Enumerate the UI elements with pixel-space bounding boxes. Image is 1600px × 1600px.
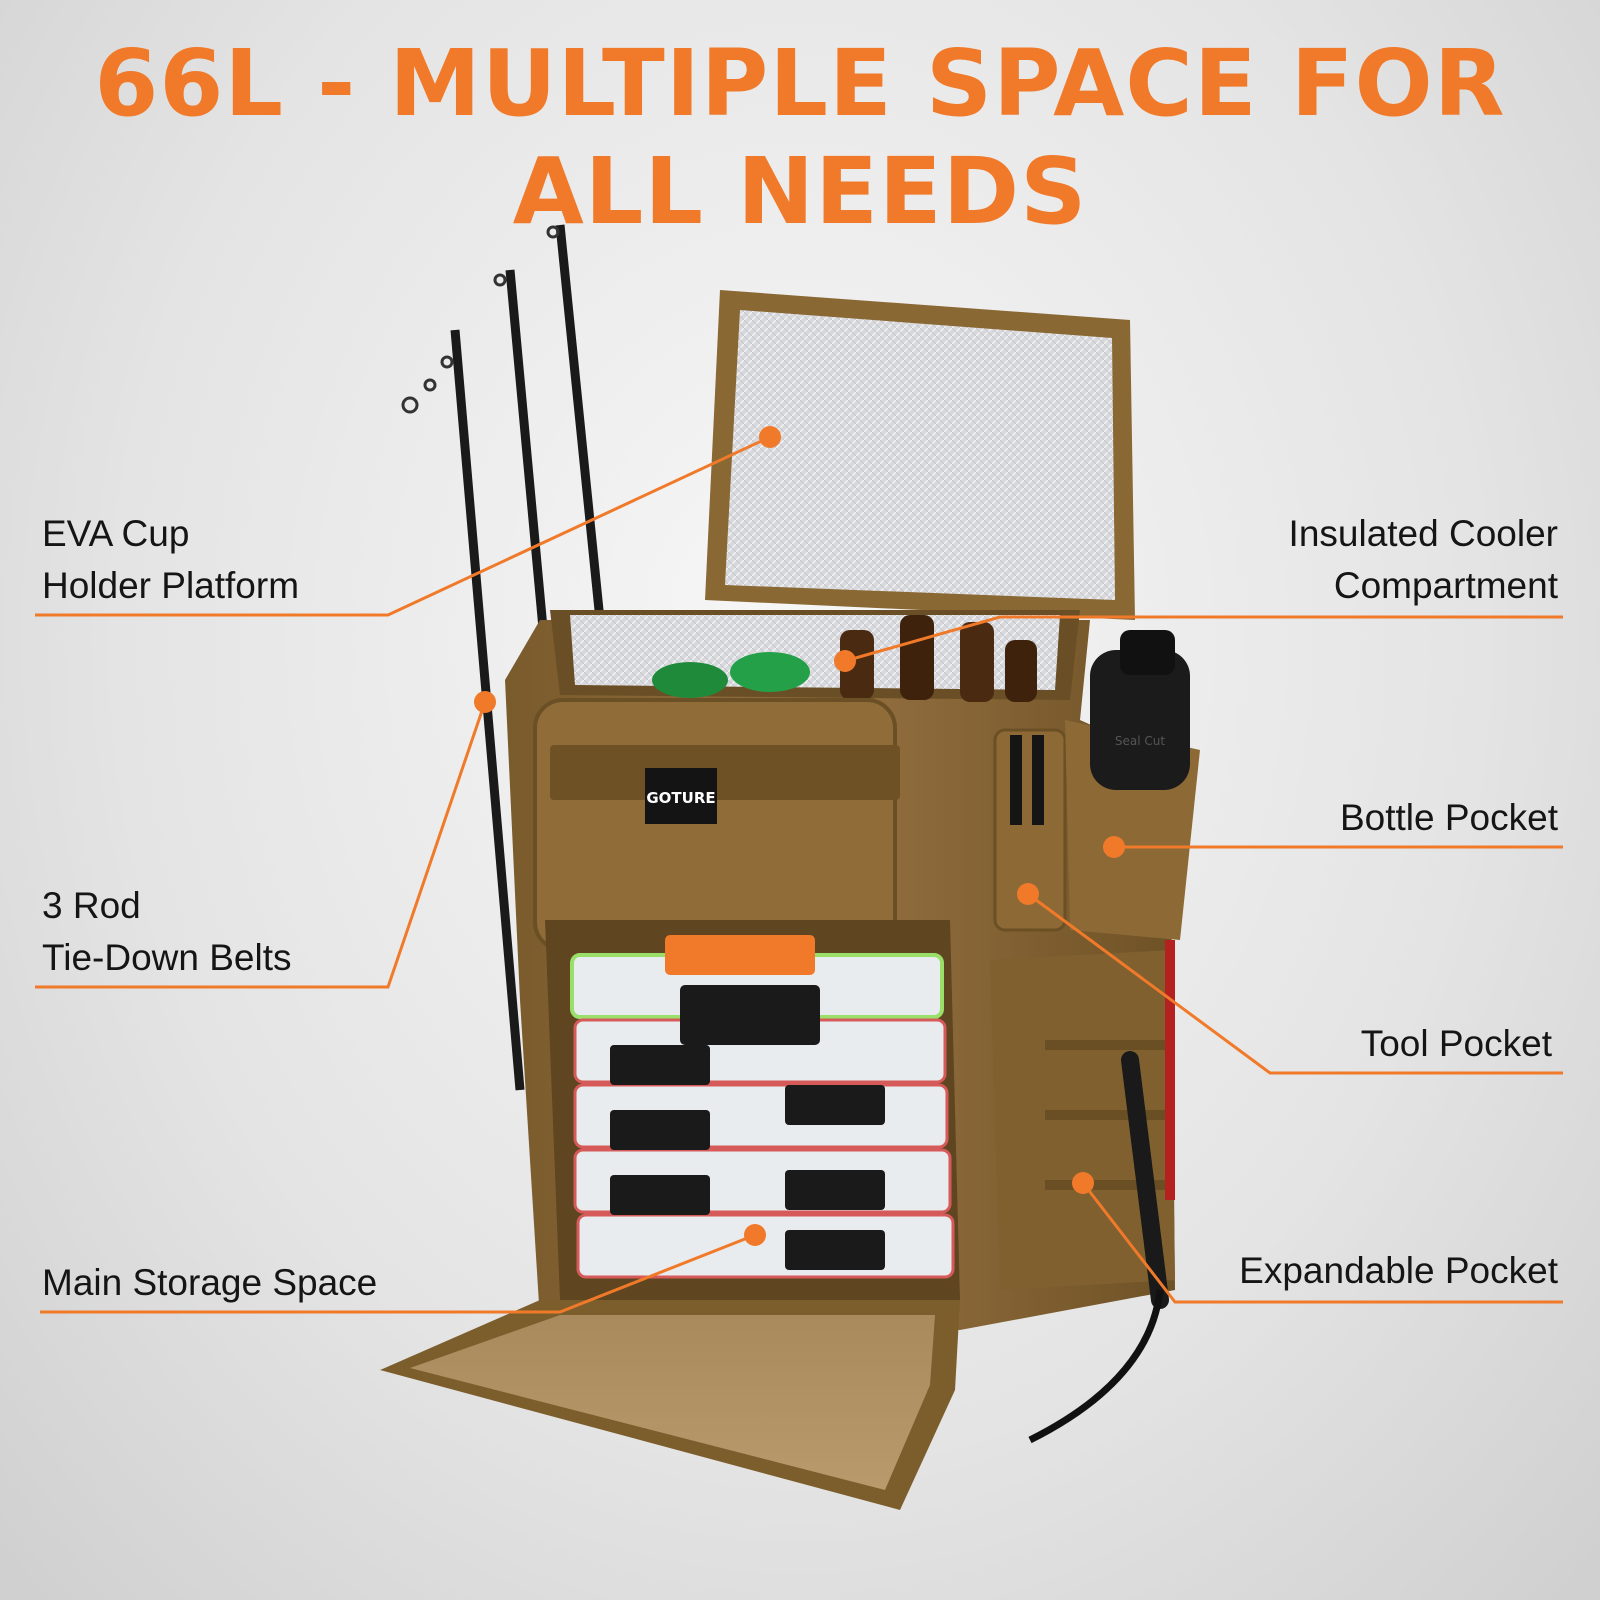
brand-logo-text: GOTURE [646, 789, 715, 807]
callout-tool-pocket-line-1: Tool Pocket [1360, 1023, 1552, 1064]
callout-main-storage-space: Main Storage Space [42, 1257, 377, 1309]
front-flap [380, 1300, 960, 1510]
leader-tool-pocket [1027, 892, 1563, 1075]
leader-expandable-pocket [1081, 1182, 1563, 1304]
callout-eva-cup-line-1: EVA Cup [42, 513, 190, 554]
leader-main-storage [40, 1233, 756, 1314]
callout-bottle-pocket: Bottle Pocket [1340, 792, 1558, 844]
cooler-lid [705, 290, 1135, 620]
leader-eva-cup [35, 435, 771, 617]
page-headline: 66L - MULTIPLE SPACE FOR ALL NEEDS [0, 30, 1600, 246]
callout-expandable-pocket: Expandable Pocket [1239, 1245, 1558, 1297]
callout-main-storage-line-1: Main Storage Space [42, 1262, 378, 1303]
water-bottle [1090, 650, 1190, 790]
headline-line-2: ALL NEEDS [512, 138, 1088, 245]
callout-dots [474, 426, 1125, 1246]
callout-rod-belts-line-1: 3 Rod [42, 885, 141, 926]
leader-insulated-cooler [844, 615, 1563, 663]
leader-rod-belts [35, 701, 487, 989]
callout-lines [35, 435, 1563, 1314]
callout-rod-tie-down-belts: 3 Rod Tie-Down Belts [42, 880, 291, 984]
callout-insulated-cooler-line-2: Compartment [1333, 565, 1558, 606]
callout-tool-pocket: Tool Pocket [1361, 1018, 1552, 1070]
callout-insulated-cooler-line-1: Insulated Cooler [1288, 513, 1558, 554]
callout-eva-cup-line-2: Holder Platform [42, 565, 300, 606]
callout-bottle-pocket-line-1: Bottle Pocket [1339, 797, 1558, 838]
headline-line-1: 66L - MULTIPLE SPACE FOR [94, 30, 1506, 137]
brand-logo [645, 768, 717, 824]
callout-insulated-cooler: Insulated Cooler Compartment [1289, 508, 1558, 612]
callout-rod-belts-line-2: Tie-Down Belts [42, 937, 292, 978]
callout-expandable-pocket-line-1: Expandable Pocket [1239, 1250, 1558, 1291]
tackle-trays [545, 920, 960, 1300]
callout-eva-cup-holder: EVA Cup Holder Platform [42, 508, 299, 612]
bottle-label: Seal Cut [1115, 734, 1165, 748]
